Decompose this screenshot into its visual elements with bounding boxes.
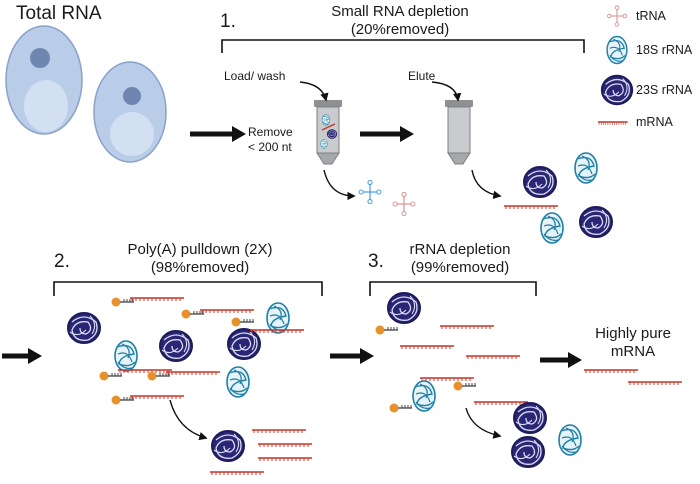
step3-number: 3.: [368, 251, 384, 272]
legend-mrna-label: mRNA: [636, 115, 673, 129]
arrow-discard-step2: [169, 399, 208, 441]
step3-removed: (99%removed): [410, 259, 510, 276]
arrow-to-step1: [190, 126, 246, 142]
cell-right: [93, 61, 167, 163]
arrow-to-step2: [2, 348, 42, 364]
step2-discarded: [209, 429, 313, 476]
legend-trna-label: tRNA: [636, 9, 666, 23]
arrow-to-elute: [360, 126, 414, 142]
step1-number: 1.: [220, 11, 236, 32]
bracket-step3: [369, 281, 537, 296]
load-wash-label: Load/ wash: [224, 69, 286, 83]
legend-mrna-icon: [597, 121, 629, 126]
elute-column: [444, 99, 474, 165]
total-rna-title: Total RNA: [16, 3, 102, 24]
removed-trna-blue: [358, 179, 382, 205]
remove-label: Remove: [248, 125, 293, 139]
bracket-step2: [53, 281, 323, 296]
step3-rna-pool: [374, 292, 529, 414]
result-line2: mRNA: [610, 343, 656, 360]
result-line1: Highly pure: [595, 325, 671, 342]
eluted-rna-cluster: [503, 152, 613, 244]
arrow-to-result: [540, 352, 582, 368]
load-column: [313, 99, 343, 165]
legend-trna-icon: [606, 5, 628, 27]
arrow-load: [299, 81, 329, 102]
step1-removed: (20%removed): [350, 21, 450, 38]
arrow-eluted: [471, 169, 502, 200]
size-cutoff-label: < 200 nt: [248, 140, 292, 154]
arrow-discard-step3: [465, 407, 502, 439]
arrow-to-step3: [330, 348, 374, 364]
arrow-remove: [323, 169, 356, 201]
step2-rna-pool: [67, 296, 305, 406]
cell-left: [5, 25, 83, 135]
legend-18s-icon: [606, 35, 628, 65]
bracket-step1: [221, 39, 585, 53]
step2-title: Poly(A) pulldown (2X): [127, 241, 273, 258]
legend-18s-label: 18S rRNA: [636, 43, 693, 57]
step2-number: 2.: [54, 251, 70, 272]
step3-title: rRNA depletion: [409, 241, 511, 258]
legend-23s-icon: [600, 74, 634, 106]
step3-discarded: [511, 402, 582, 468]
pure-mrna: [583, 369, 683, 386]
step2-removed: (98%removed): [150, 259, 250, 276]
step1-title: Small RNA depletion: [331, 3, 469, 20]
removed-trna-pink: [392, 191, 416, 217]
elute-label: Elute: [408, 69, 436, 83]
arrow-elute: [431, 81, 462, 102]
legend-23s-label: 23S rRNA: [636, 83, 693, 97]
